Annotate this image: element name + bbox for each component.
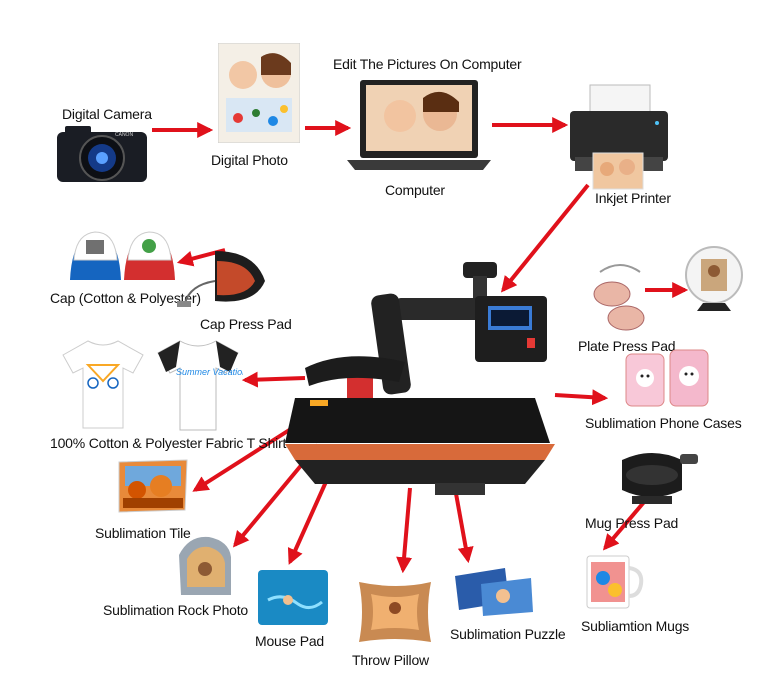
- arrow-press-to-tshirt: [241, 371, 306, 388]
- mug-press-pad-image: [622, 453, 698, 504]
- arrow-press-to-phone: [554, 389, 609, 406]
- tshirt-label: 100% Cotton & Polyester Fabric T Shirt: [50, 435, 287, 451]
- sublimation-tile-label: Sublimation Tile: [95, 525, 191, 541]
- rock-photo-image: [179, 536, 231, 595]
- laptop-computer-image: [347, 80, 491, 170]
- digital-photo-image: [218, 43, 300, 143]
- phone-cases-image: [625, 349, 709, 407]
- arrow-press-to-tile: [192, 418, 307, 492]
- cap-press-pad-image: [177, 251, 265, 307]
- digital-camera-label: Digital Camera: [62, 106, 152, 122]
- throw-pillow-label: Throw Pillow: [352, 652, 429, 668]
- caps-image: [70, 231, 175, 280]
- arrow-press-to-pillow: [396, 487, 413, 574]
- phone-cases-label: Sublimation Phone Cases: [585, 415, 742, 431]
- arrow-printer-to-press: [500, 183, 590, 293]
- inkjet-printer-image: [570, 84, 668, 190]
- tshirts-image: Summer Vacation: [62, 340, 243, 431]
- mouse-pad-label: Mouse Pad: [255, 633, 325, 649]
- arrow-press-to-puzzle: [453, 487, 474, 564]
- digital-photo-label: Digital Photo: [211, 152, 288, 168]
- digital-camera-image: CANON: [57, 126, 147, 182]
- mouse-pad-image: [258, 570, 328, 625]
- puzzle-image: [455, 568, 533, 616]
- throw-pillow-image: [359, 582, 431, 642]
- sublimation-plate-image: [685, 246, 743, 311]
- rock-photo-label: Sublimation Rock Photo: [103, 602, 249, 618]
- mugs-image: [586, 555, 644, 609]
- puzzle-label: Sublimation Puzzle: [450, 626, 566, 642]
- mugs-label: Subliamtion Mugs: [581, 618, 690, 634]
- cap-label: Cap (Cotton & Polyester): [50, 290, 201, 306]
- edit-pictures-label: Edit The Pictures On Computer: [333, 56, 522, 72]
- tshirt-print-text: Summer Vacation: [176, 367, 243, 377]
- inkjet-printer-label: Inkjet Printer: [595, 190, 671, 206]
- plate-press-pad-image: [593, 264, 645, 331]
- computer-label: Computer: [385, 182, 445, 198]
- plate-press-pad-label: Plate Press Pad: [578, 338, 676, 354]
- sublimation-tile-image: [118, 459, 188, 513]
- camera-brand-text: CANON: [115, 132, 133, 138]
- heat-press-machine-image: [285, 262, 555, 495]
- cap-press-pad-label: Cap Press Pad: [200, 316, 292, 332]
- mug-press-pad-label: Mug Press Pad: [585, 515, 679, 531]
